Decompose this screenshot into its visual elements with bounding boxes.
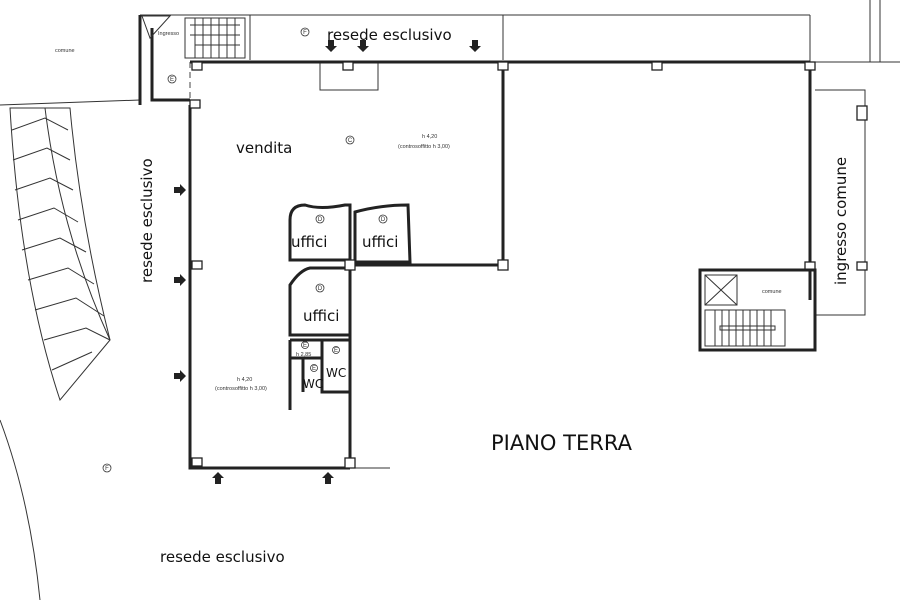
label-ingresso-small: Ingresso (158, 31, 179, 37)
marker-d-1: D (318, 217, 323, 223)
marker-d-2: D (381, 217, 386, 223)
marker-e-3: E (312, 366, 316, 372)
walls (188, 60, 900, 470)
marker-e-2: E (303, 343, 307, 349)
label-uffici-3: uffici (303, 307, 339, 325)
label-wc-1: WC (303, 377, 323, 391)
plan-title: PIANO TERRA (491, 431, 633, 455)
label-comune-top-left: comune (55, 48, 75, 54)
marker-f: F (303, 30, 307, 36)
label-height-main: h 4,20 (422, 134, 437, 140)
label-ceiling-lower: (controsoffitto h 3,00) (215, 386, 267, 392)
marker-d-3: D (318, 286, 323, 292)
entrance-corner (138, 15, 246, 105)
label-uffici-1: uffici (291, 233, 327, 251)
label-ingresso-comune: ingresso comune (832, 157, 850, 285)
label-wc-2: WC (326, 366, 346, 380)
label-resede-bottom: resede esclusivo (160, 548, 285, 566)
label-comune-stair: comune (762, 289, 782, 295)
top-strip (140, 0, 881, 91)
parking-strip (0, 99, 141, 600)
entry-arrows (174, 40, 481, 484)
stair-top (184, 17, 246, 59)
marker-c: C (348, 138, 353, 144)
label-resede-left: resede esclusivo (138, 158, 156, 283)
label-resede-top: resede esclusivo (327, 26, 452, 44)
label-height-wc: h 2,85 (296, 352, 311, 358)
label-uffici-2: uffici (362, 233, 398, 251)
room-markers: F E C D D D E E E F (102, 27, 388, 473)
columns (189, 61, 868, 469)
marker-f-2: F (105, 466, 109, 472)
label-ceiling-main: (controsoffitto h 3,00) (398, 144, 450, 150)
stair-common (698, 268, 817, 352)
label-height-lower: h 4,20 (237, 377, 252, 383)
offices (288, 203, 412, 410)
marker-e-4: E (334, 348, 338, 354)
marker-e: E (170, 77, 174, 83)
label-vendita: vendita (236, 139, 292, 157)
